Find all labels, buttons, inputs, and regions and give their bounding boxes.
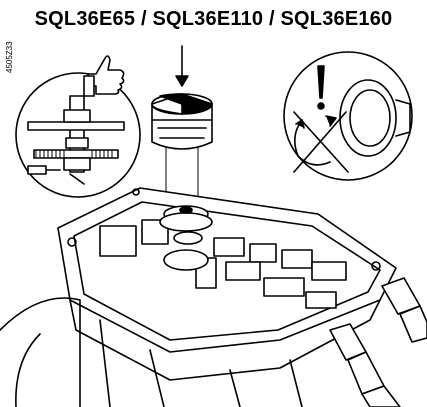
position-indicator-cap: [151, 93, 213, 150]
down-arrow-icon: [175, 45, 189, 87]
cable-glands: [329, 277, 427, 407]
diagram-title: SQL36E65 / SQL36E110 / SQL36E160: [34, 8, 393, 30]
valve-body: [0, 297, 303, 407]
thumbs-up-icon: [83, 55, 125, 97]
terminal-blocks: [213, 237, 347, 309]
gear-detail-callout: [15, 72, 141, 198]
actuator-housing: [57, 187, 397, 381]
warning-callout: [283, 51, 413, 181]
warning-exclamation-icon: [317, 65, 325, 99]
